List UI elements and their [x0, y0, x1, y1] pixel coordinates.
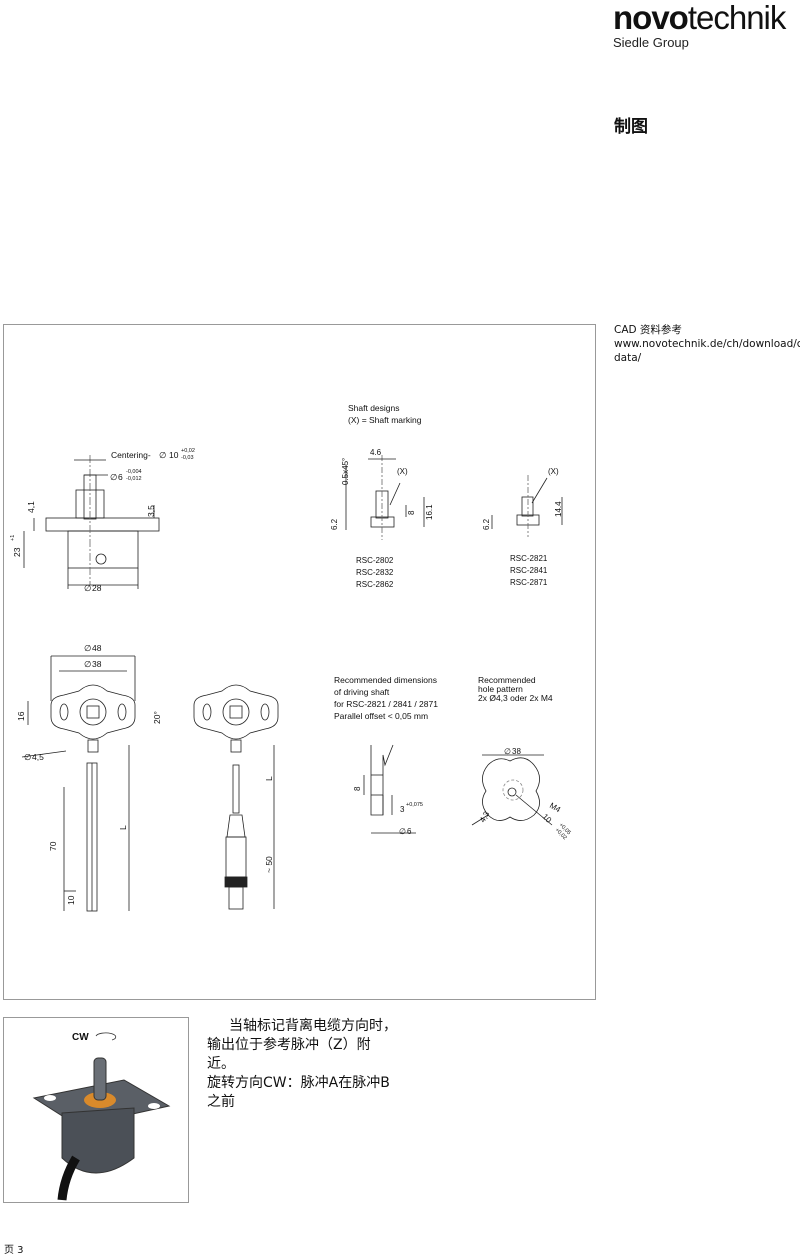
centering-label: Centering- — [111, 450, 151, 460]
ds-dim-3: 3 — [400, 805, 405, 814]
shaft-tol-up: -0,004 — [126, 469, 142, 475]
ds-dim-3-tol: +0,075 — [406, 802, 423, 808]
hp-m4: M4 — [548, 801, 563, 815]
housing — [61, 1107, 135, 1174]
dim-16-1: 16.1 — [425, 504, 434, 520]
dim-4-5-symbol: ∅ — [24, 752, 32, 762]
hole-pattern-drawing — [471, 754, 553, 826]
rotation-arrow-icon — [95, 1032, 117, 1041]
shaft — [93, 1057, 107, 1101]
marking-x-a: (X) — [397, 467, 408, 476]
top-view-right — [193, 684, 279, 910]
centering-dia-symbol: ∅ — [159, 450, 167, 460]
dim-4-6: 4.6 — [370, 448, 382, 457]
dim-L-left: L — [118, 825, 128, 830]
dim-L-right: L — [264, 776, 274, 781]
model-a-3: RSC-2862 — [356, 580, 394, 589]
hp-dim-4-3: 4,3 — [478, 809, 492, 824]
centering-tol-up: +0,02 — [181, 448, 195, 454]
product-illustration: CW — [32, 1032, 171, 1201]
dim-38-symbol: ∅ — [84, 659, 92, 669]
section-title: 制图 — [614, 117, 648, 137]
description-line-2: 旋转方向CW：脉冲A在脉冲B之前 — [207, 1075, 390, 1110]
ds-dim-8: 8 — [353, 786, 362, 791]
ds-dim-6: 6 — [407, 827, 412, 836]
hp-dim-38-symbol: ∅ — [504, 747, 511, 756]
rec-shaft-line-1: Recommended dimensions — [334, 675, 437, 685]
rec-hole-line-1: Recommended — [478, 675, 536, 685]
rec-shaft-line-2: of driving shaft — [334, 687, 390, 697]
model-b-1: RSC-2821 — [510, 554, 548, 563]
dim-28-symbol: ∅ — [84, 583, 92, 593]
page-number: 页 3 — [4, 1245, 24, 1256]
description-line-1: 当轴标记背离电缆方向时，输出位于参考脉冲（Z）附近。 — [207, 1018, 397, 1072]
brand-light: technik — [687, 0, 787, 36]
side-view — [23, 455, 160, 589]
top-view-left — [21, 655, 136, 912]
technical-drawing: Centering- ∅ 10 +0,02 -0,03 ∅ 6 -0,004 -… — [3, 324, 596, 1000]
centering-tol-low: -0,03 — [181, 455, 194, 461]
product-photo: CW — [3, 1017, 189, 1203]
ds-dim-6-symbol: ∅ — [399, 827, 406, 836]
mount-hole-left — [44, 1095, 56, 1101]
dim-48: 48 — [92, 643, 102, 653]
shaft-design-b — [491, 475, 563, 537]
cad-data-note: CAD 资料参考 www.novotechnik.de/ch/download/… — [614, 324, 800, 364]
shaft-design-a — [345, 455, 425, 540]
hp-dim-38: 38 — [512, 747, 521, 756]
rec-hole-line-3: 2x Ø4,3 oder 2x M4 — [478, 693, 553, 703]
model-b-3: RSC-2871 — [510, 578, 548, 587]
dim-8: 8 — [407, 510, 416, 515]
brand-subtitle: Siedle Group — [613, 35, 689, 50]
shaft-designs-title: Shaft designs — [348, 403, 400, 413]
dim-4-5: 4,5 — [32, 752, 44, 762]
dim-4-1: 4,1 — [26, 501, 36, 513]
dim-50: ~ 50 — [264, 856, 274, 873]
dim-3-5: 3,5 — [146, 505, 156, 517]
dim-23: 23 — [12, 547, 22, 557]
brand-wordmark: novotechnik — [613, 0, 800, 36]
driving-shaft-drawing — [363, 744, 416, 834]
dim-38: 38 — [92, 659, 102, 669]
dim-10: 10 — [66, 895, 76, 905]
shaft-tol-low: -0,012 — [126, 476, 142, 482]
model-b-2: RSC-2841 — [510, 566, 548, 575]
shaft-marking-note: (X) = Shaft marking — [348, 415, 422, 425]
dim-6-2-b: 6.2 — [482, 518, 491, 530]
mount-hole-right — [148, 1103, 160, 1109]
dim-14-4: 14.4 — [554, 501, 563, 517]
shaft-dia: 6 — [118, 472, 123, 482]
cw-label: CW — [72, 1032, 89, 1043]
model-a-2: RSC-2832 — [356, 568, 394, 577]
brand-bold: novo — [613, 0, 689, 36]
rec-shaft-line-4: Parallel offset < 0,05 mm — [334, 711, 428, 721]
rec-hole-line-2: hole pattern — [478, 684, 523, 694]
centering-dia: 10 — [169, 450, 179, 460]
dim-48-symbol: ∅ — [84, 643, 92, 653]
dim-16: 16 — [16, 711, 26, 721]
hp-dim-10: 10 — [541, 812, 554, 825]
chamfer: 0.5x45° — [341, 458, 350, 485]
dim-23-tol: +1 — [10, 535, 16, 541]
dim-6-2-a: 6.2 — [330, 518, 339, 530]
marking-x-b: (X) — [548, 467, 559, 476]
brand-logo: novotechnik Siedle Group — [613, 0, 800, 50]
model-a-1: RSC-2802 — [356, 556, 394, 565]
rec-shaft-line-3: for RSC-2821 / 2841 / 2871 — [334, 699, 438, 709]
dim-70: 70 — [48, 841, 58, 851]
cable — [57, 1155, 80, 1201]
shaft-dia-symbol: ∅ — [110, 472, 118, 482]
dim-28: 28 — [92, 583, 102, 593]
description: 当轴标记背离电缆方向时，输出位于参考脉冲（Z）附近。 旋转方向CW：脉冲A在脉冲… — [207, 1017, 397, 1112]
dim-20deg: 20° — [152, 711, 162, 724]
drawing-svg: Centering- ∅ 10 +0,02 -0,03 ∅ 6 -0,004 -… — [10, 403, 572, 912]
